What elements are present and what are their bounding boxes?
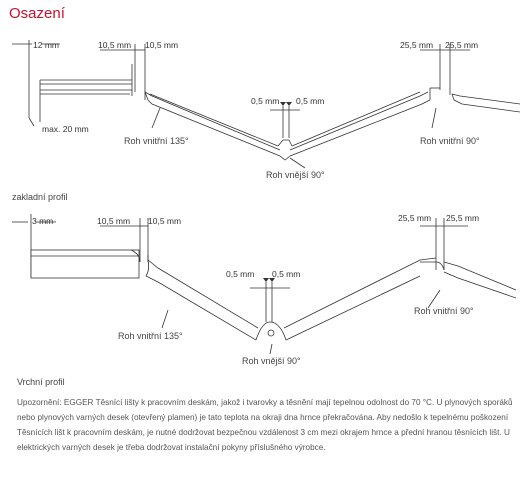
- caption-basic-profile: zakladní profil: [12, 192, 68, 202]
- dim-10-5mm-left-bottom: 10,5 mm: [97, 216, 131, 226]
- label-inner-corner-90-bottom: Roh vnitřní 90°: [414, 306, 474, 316]
- dim-0-5mm-right: 0,5 mm: [296, 96, 325, 106]
- dim-0-5mm-left: 0,5 mm: [251, 96, 280, 106]
- label-inner-corner-90: Roh vnitřní 90°: [420, 136, 480, 146]
- dim-12mm: 12 mm: [33, 40, 59, 50]
- label-inner-corner-135-bottom: Roh vnitřní 135°: [118, 331, 183, 341]
- dim-3mm: 3 mm: [32, 216, 54, 226]
- dim-0-5mm-left-bottom: 0,5 mm: [226, 269, 255, 279]
- warning-note: Upozornění: EGGER Těsnící lišty k pracov…: [17, 398, 513, 452]
- dim-25-5mm-left-bottom: 25,5 mm: [398, 213, 432, 223]
- dim-10-5mm-left: 10,5 mm: [98, 40, 132, 50]
- dim-0-5mm-right-bottom: 0,5 mm: [272, 269, 301, 279]
- dim-10-5mm-right-bottom: 10,5 mm: [148, 216, 182, 226]
- label-outer-corner-90-bottom: Roh vnější 90°: [242, 356, 301, 366]
- page-title: Osazení: [9, 5, 65, 22]
- label-inner-corner-135: Roh vnitřní 135°: [124, 136, 189, 146]
- top-profile-diagram: [12, 40, 521, 169]
- caption-top-profile: Vrchní profil: [17, 377, 65, 387]
- dim-25-5mm-right: 25,5 mm: [445, 40, 479, 50]
- label-outer-corner-90: Roh vnější 90°: [266, 170, 325, 180]
- dim-10-5mm-right: 10,5 mm: [145, 40, 179, 50]
- dim-25-5mm-right-bottom: 25,5 mm: [446, 213, 480, 223]
- dim-max-20mm: max. 20 mm: [42, 124, 89, 134]
- dim-25-5mm-left: 25,5 mm: [400, 40, 434, 50]
